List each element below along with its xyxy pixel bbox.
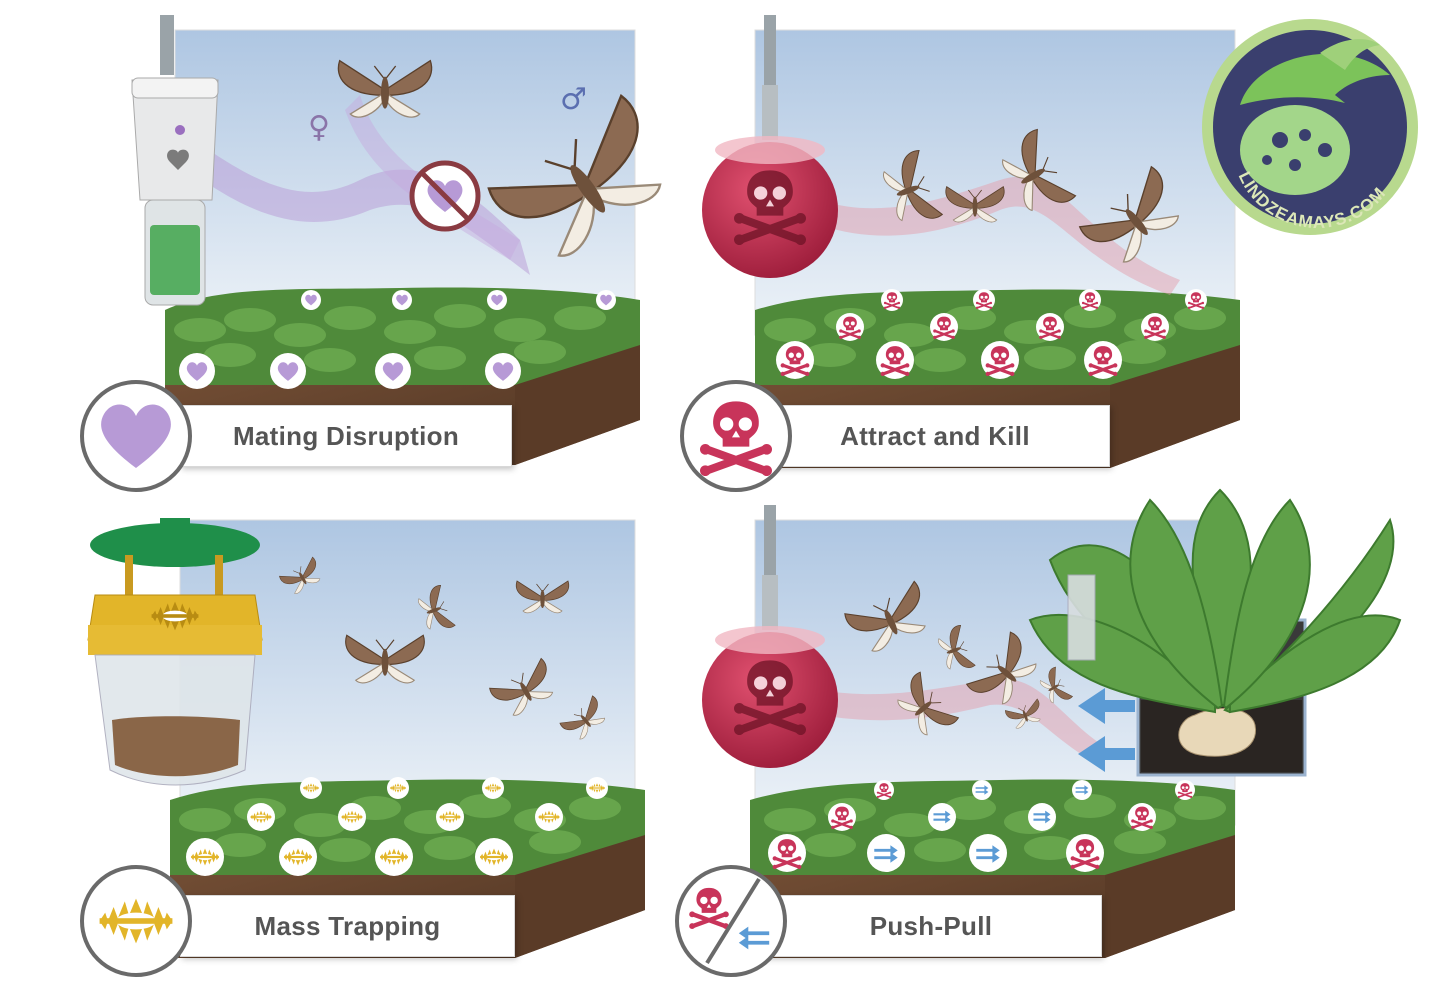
lindzeamays-logo-icon: LINDZEAMAYS.COM xyxy=(1202,19,1418,235)
heart-markers xyxy=(179,290,616,389)
bucket-trap xyxy=(87,518,263,786)
attract-label: Attract and Kill xyxy=(840,420,1030,451)
lure-ball xyxy=(702,15,838,278)
trap-markers xyxy=(186,777,608,876)
site-logo: LINDZEAMAYS.COM xyxy=(1195,15,1425,240)
male-symbol: ♂ xyxy=(560,82,587,117)
mating-label: Mating Disruption xyxy=(232,420,460,451)
female-symbol: ♀ xyxy=(308,110,330,145)
skull-push-arrow-icon xyxy=(681,877,770,965)
pushpull-label: Push-Pull xyxy=(869,910,993,941)
pushpull-label-box: Push-Pull xyxy=(760,895,1102,957)
mass-label: Mass Trapping xyxy=(254,910,441,941)
attract-badge xyxy=(680,380,792,492)
push-arrows xyxy=(1078,688,1135,772)
no-mating-icon xyxy=(409,160,481,232)
skull-markers xyxy=(776,289,1207,379)
mass-scene xyxy=(87,518,645,958)
pushpull-markers xyxy=(768,780,1195,872)
pushpull-badge xyxy=(675,865,787,977)
panel-attract-and-kill: Attract and Kill xyxy=(0,0,1440,500)
lure-ball-2 xyxy=(702,505,838,768)
pheromone-dispenser xyxy=(131,15,219,306)
attract-label-box: Attract and Kill xyxy=(760,405,1110,467)
mating-badge xyxy=(80,380,192,492)
mating-label-box: Mating Disruption xyxy=(180,405,512,467)
mass-badge xyxy=(80,865,192,977)
panel-mating-disruption: ♀ ♂ Mating Disruption xyxy=(0,0,720,500)
panel-mass-trapping: Mass Trapping xyxy=(80,518,645,977)
mass-label-box: Mass Trapping xyxy=(180,895,515,957)
